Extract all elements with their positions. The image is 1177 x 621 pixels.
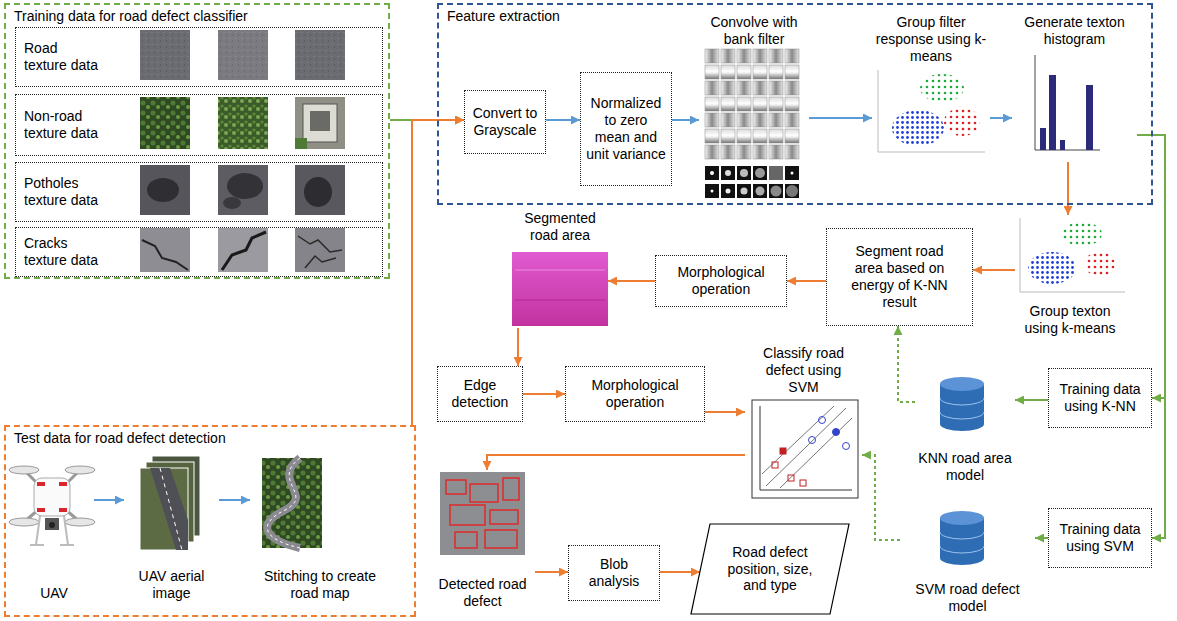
flow-arrow [1067, 162, 1069, 215]
node-label: Potholes texture data [24, 175, 98, 209]
texton-histogram [1035, 55, 1100, 150]
node-label: Training data using SVM [1054, 521, 1146, 555]
node-label: Classify road defect using SVM [750, 345, 858, 395]
process-box: Normalized to zero mean and unit varianc… [580, 72, 672, 186]
filter-response-scatter [878, 70, 985, 152]
group-panel: Feature extractionConvert to GrayscaleNo… [437, 3, 1153, 205]
flow-arrow [1137, 135, 1165, 398]
detected-defect-image [440, 472, 525, 555]
node-label: Training data using K-NN [1054, 381, 1146, 415]
flow-arrow [809, 117, 872, 119]
node-label: Convert to Grayscale [470, 105, 540, 139]
flow-arrow [973, 269, 1015, 271]
node-label: SVM road defect model [900, 581, 1035, 615]
group-heading: Test data for road defect detection [14, 430, 406, 447]
flow-arrow [219, 499, 250, 501]
flow-arrow [787, 280, 826, 282]
node-label: Convolve with bank filter [699, 14, 809, 48]
group-panel: Training data for road defect classifier… [4, 3, 390, 279]
process-box: Morphological operation [655, 255, 787, 307]
flow-arrow [608, 280, 655, 282]
texton-scatter [1020, 218, 1125, 292]
flow-arrow [1015, 399, 1048, 401]
process-box: Edge detection [437, 366, 523, 422]
node-label: Segmented road area [512, 210, 608, 244]
node-label: Morphological operation [571, 377, 699, 411]
node-label: Blob analysis [574, 556, 654, 590]
parallelogram-shape [691, 524, 849, 614]
picture-node: Segmented road area [512, 208, 608, 328]
flow-arrow [517, 328, 519, 366]
flow-arrow [523, 393, 565, 395]
node-label: Morphological operation [661, 264, 781, 298]
process-box: Blob analysis [568, 545, 660, 601]
pothole-texture-samples [140, 165, 345, 215]
node-label: UAV [40, 585, 68, 602]
stitched-road-map [262, 458, 322, 548]
database-node: SVM road defect model [900, 505, 1035, 617]
node-label: Edge detection [443, 377, 517, 411]
database-node: KNN road area model [915, 372, 1015, 486]
picture-node: UAV aerial image [124, 454, 219, 604]
picture-node: Generate texton histogram [1012, 12, 1137, 162]
flow-arrow [1035, 537, 1048, 539]
picture-node: Detected road defect [430, 470, 535, 612]
flow-arrow [672, 119, 699, 121]
flow-arrow [660, 571, 700, 573]
node-label: Detected road defect [430, 576, 535, 610]
output-parallelogram: Road defect position, size, and type [690, 523, 850, 615]
flow-arrow [94, 499, 124, 501]
process-box: Training data using K-NN [1048, 368, 1152, 428]
uav-drone [9, 466, 95, 545]
flow-arrow [898, 326, 915, 402]
node-label: Cracks texture data [24, 235, 98, 269]
flow-arrow [1137, 135, 1165, 538]
node-label: Non-road texture data [24, 108, 98, 142]
flow-arrow [546, 119, 580, 121]
texture-box: Potholes texture data [15, 162, 383, 222]
group-heading: Training data for road defect classifier [14, 8, 380, 25]
node-label: UAV aerial image [124, 568, 219, 602]
non-road-texture-samples [140, 97, 345, 149]
picture-node: Group filter response using k-means [872, 12, 990, 162]
picture-node: Classify road defect using SVM [745, 343, 862, 501]
texture-box: Road texture data [15, 27, 383, 87]
node-label: Generate texton histogram [1012, 14, 1137, 48]
process-box: Training data using SVM [1048, 508, 1152, 568]
node-label: Group texton using k-means [1015, 303, 1125, 337]
svm-plot [752, 400, 858, 498]
picture-node: Stitching to create road map [250, 454, 390, 604]
segmented-road-image [512, 252, 608, 326]
svm-database [940, 511, 984, 565]
flow-arrow [990, 117, 1012, 119]
node-label: Stitching to create road map [250, 568, 390, 602]
process-box: Morphological operation [565, 366, 705, 422]
filter-bank [704, 48, 800, 198]
flow-arrow [535, 571, 568, 573]
aerial-image-stack [140, 456, 200, 550]
group-panel: Test data for road defect detectionUAV UA… [4, 425, 416, 617]
node-label: Road defect position, size, and type [715, 544, 825, 594]
node-label: Group filter response using k-means [872, 14, 990, 64]
process-box: Convert to Grayscale [464, 90, 546, 154]
node-label: Road texture data [24, 40, 98, 74]
node-label: Normalized to zero mean and unit varianc… [586, 95, 666, 162]
flow-arrow [705, 411, 745, 413]
texture-box: Cracks texture data [15, 227, 383, 277]
crack-texture-samples [140, 228, 345, 272]
flow-arrow [862, 455, 900, 540]
picture-node: UAV [14, 454, 94, 604]
node-label: KNN road area model [915, 450, 1015, 484]
road-texture-samples [140, 30, 345, 80]
flow-arrow [487, 455, 745, 470]
picture-node: Group texton using k-means [1015, 215, 1125, 339]
process-box: Segment road area based on energy of K-N… [826, 228, 973, 326]
picture-node: Convolve with bank filter [699, 12, 809, 206]
knn-database [940, 377, 984, 431]
node-label: Segment road area based on energy of K-N… [844, 243, 956, 310]
texture-box: Non-road texture data [15, 94, 383, 156]
